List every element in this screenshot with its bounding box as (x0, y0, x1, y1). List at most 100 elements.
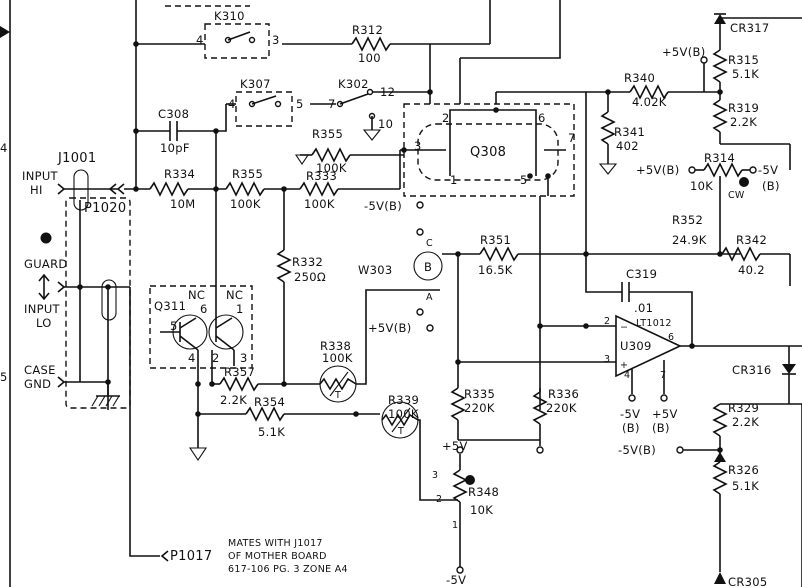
q308-pin6: 6 (538, 111, 546, 125)
q311-pin2: 2 (212, 351, 220, 365)
r341-value: 402 (616, 139, 639, 153)
u309-neg5v: -5V (620, 407, 640, 421)
r329-ref: R329 (728, 401, 759, 415)
r357-ref: R357 (224, 365, 255, 379)
k310-ref: K310 (214, 9, 245, 23)
mates-note-1: MATES WITH J1017 (228, 538, 323, 549)
r348-pin3: 3 (432, 470, 438, 481)
r335-ref: R335 (464, 387, 495, 401)
mates-note-2: OF MOTHER BOARD (228, 551, 327, 562)
r341-ref: R341 (614, 125, 645, 139)
w303-jumper: W303 B C A +5V(B) R351 16.5K (358, 228, 740, 362)
q308-pin7: 7 (568, 131, 576, 145)
c308-value: 10pF (160, 141, 190, 155)
k310-pin4: 4 (196, 33, 204, 47)
q311-pin3: 3 (240, 351, 248, 365)
q311-pin1: 1 (236, 302, 244, 316)
r351-value: 16.5K (478, 263, 513, 277)
q308-pin1: 1 (450, 173, 458, 187)
cw-label: CW (728, 190, 745, 201)
input-lo-label-2: LO (36, 316, 52, 330)
r342-ref: R342 (736, 233, 767, 247)
supply-pos5vb-1: +5V(B) (368, 321, 411, 335)
r355b-value: 100K (316, 161, 347, 175)
r340-ref: R340 (624, 71, 655, 85)
r352-value: 24.9K (672, 233, 707, 247)
r354-ref: R354 (254, 395, 285, 409)
q311-ref: Q311 (154, 299, 186, 313)
guard-label: GUARD (24, 257, 68, 271)
r348-pin1: 1 (452, 520, 458, 531)
right-network: CR317 +5V(B) R315 5.1K R319 2.2K +5V(B) … (618, 13, 802, 587)
k307-ref: K307 (240, 77, 271, 91)
mates-note-3: 617-106 PG. 3 ZONE A4 (228, 564, 348, 575)
u309-pos5v-b: (B) (652, 421, 670, 435)
u309-opamp: U309 LT1012 2 3 4 7 6 − + C319 .01 -5V (… (455, 196, 802, 435)
r333-ref: R333 (306, 169, 337, 183)
u309-pos5v: +5V (652, 407, 678, 421)
r339-ref: R339 (388, 393, 419, 407)
cr317-ref: CR317 (730, 21, 769, 35)
r355a-value: 100K (230, 197, 261, 211)
supply-pos5v-r348: +5V (442, 439, 468, 453)
nc-2: NC (226, 288, 243, 302)
c308-ref: C308 (158, 107, 189, 121)
q308-pin3: 3 (414, 139, 422, 153)
k302-pin7: 7 (328, 97, 336, 111)
r332-ref: R332 (292, 255, 323, 269)
r329-value: 2.2K (732, 415, 759, 429)
r355a-ref: R355 (232, 167, 263, 181)
c319-value: .01 (634, 301, 653, 315)
p1017-label: P1017 (170, 549, 212, 564)
q308-pin5: 5 (520, 173, 528, 187)
w303-pin-b: B (424, 260, 432, 274)
u309-pin2: 2 (604, 316, 610, 327)
k307-pin5: 5 (296, 97, 304, 111)
u309-type: LT1012 (636, 318, 672, 329)
input-hi-label-2: HI (30, 183, 43, 197)
w303-pin-c: C (426, 238, 433, 249)
supply-neg5v-r348: -5V (446, 573, 466, 587)
u309-pin7: 7 (660, 370, 666, 381)
q308-dual-fet: Q308 2 6 3 7 5 1 -5V(B) R355 100K (294, 71, 720, 254)
r312-ref: R312 (352, 23, 383, 37)
r336-ref: R336 (548, 387, 579, 401)
r314-value: 10K (690, 179, 713, 193)
r336-value: 220K (546, 401, 577, 415)
r314-ref: R314 (704, 151, 735, 165)
input-lo-label-1: INPUT (24, 302, 61, 316)
r354-value: 5.1K (258, 425, 285, 439)
c319-ref: C319 (626, 267, 657, 281)
r357-value: 2.2K (220, 393, 247, 407)
u309-pin3: 3 (604, 354, 610, 365)
r326-ref: R326 (728, 463, 759, 477)
q308-pin2: 2 (442, 111, 450, 125)
r348-pin2: 2 (436, 494, 442, 505)
cr305-ref: CR305 (728, 575, 767, 587)
r319-ref: R319 (728, 101, 759, 115)
r339-t: T (397, 426, 404, 437)
r338-t: T (334, 390, 341, 401)
guard-marker-dot (40, 232, 52, 244)
cr316-ref: CR316 (732, 363, 771, 377)
q311-pin6: 6 (200, 302, 208, 316)
r326-value: 5.1K (732, 479, 759, 493)
svg-text:+: + (620, 360, 628, 371)
supply-neg5v-r314-b: (B) (762, 179, 780, 193)
r312-value: 100 (358, 51, 381, 65)
bias-resistors: R335 220K R336 220K (450, 362, 579, 454)
page-margin: 4 5 (0, 0, 11, 587)
u309-pin6: 6 (668, 332, 674, 343)
input-connectors: INPUT HI J1001 P1020 GUARD INPUT LO CASE… (22, 151, 348, 575)
relays: K310 4 3 R312 100 K307 4 5 K302 7 12 10 (135, 0, 561, 141)
u309-neg5v-b: (B) (622, 421, 640, 435)
margin-label-4: 4 (0, 141, 8, 155)
case-gnd-label-2: GND (24, 377, 51, 391)
u309-ref: U309 (620, 339, 652, 353)
supply-neg5vb-1: -5V(B) (364, 199, 402, 213)
j1001-label: J1001 (57, 151, 96, 166)
r333-value: 100K (304, 197, 335, 211)
r340-value: 4.02K (632, 95, 667, 109)
